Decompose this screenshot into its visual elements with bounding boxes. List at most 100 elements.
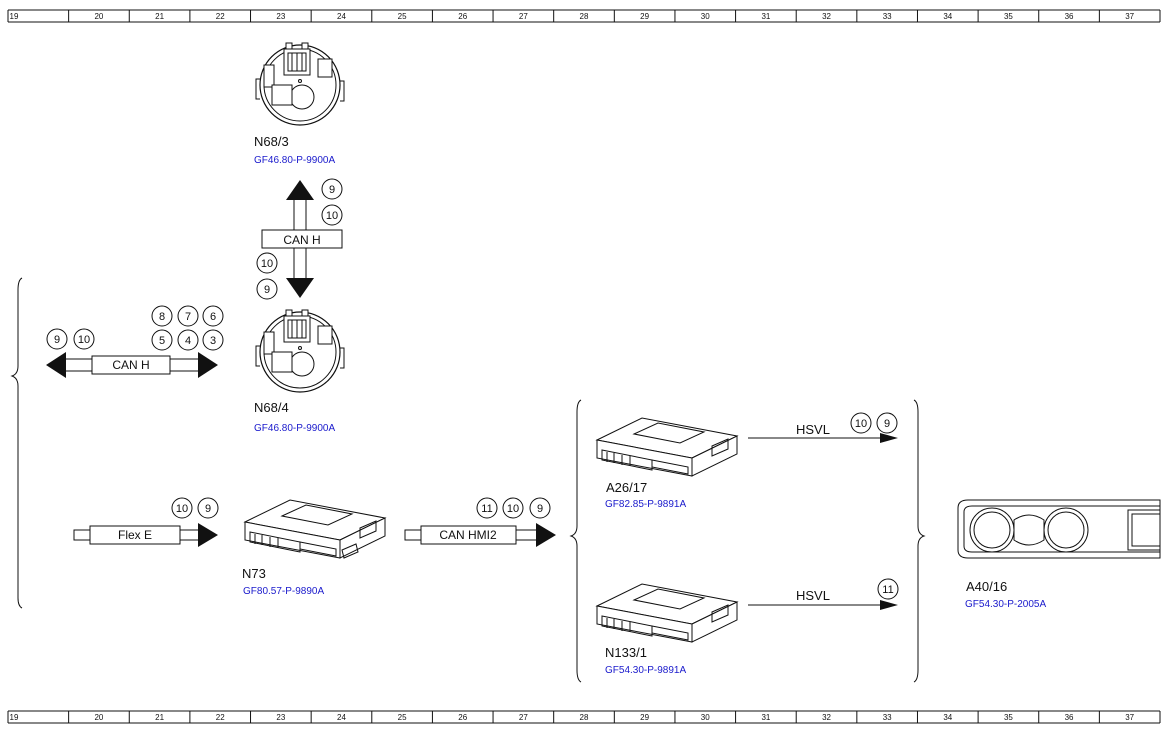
circle-number: 9 <box>329 184 335 196</box>
ruler-number: 30 <box>701 12 710 21</box>
circle-number: 10 <box>326 210 338 222</box>
ruler-number: 24 <box>337 12 346 21</box>
ruler-number: 31 <box>761 713 770 722</box>
ruler-number: 36 <box>1065 12 1074 21</box>
ruler-number: 32 <box>822 12 831 21</box>
n133-1-label: N133/1 <box>605 645 647 660</box>
circle-number: 4 <box>185 335 191 347</box>
circle-number: 11 <box>481 503 492 515</box>
hsvl-n133-label: HSVL <box>796 588 830 603</box>
circle-number: 10 <box>507 503 519 515</box>
circle-number: 10 <box>855 418 867 430</box>
can-h-left-bus: CAN H <box>46 352 218 378</box>
flex-e-numbers: 10 9 <box>171 497 219 519</box>
n73-ref-link[interactable]: GF80.57-P-9890A <box>243 586 324 597</box>
a26-17-ref-link[interactable]: GF82.85-P-9891A <box>605 499 686 510</box>
can-h-vertical-up-numbers: 9 10 <box>321 178 343 226</box>
ruler-number: 19 <box>10 713 19 722</box>
flex-e-bus: Flex E <box>73 523 218 547</box>
ruler-number: 33 <box>883 12 892 21</box>
n68-4-ref-link[interactable]: GF46.80-P-9900A <box>254 423 335 434</box>
n68-3-ref-link[interactable]: GF46.80-P-9900A <box>254 155 335 166</box>
ruler-number: 31 <box>761 12 770 21</box>
ruler-number: 21 <box>155 12 164 21</box>
ruler-number: 37 <box>1125 713 1134 722</box>
ruler-number: 25 <box>398 12 407 21</box>
n73-control-unit-icon <box>243 499 387 559</box>
bottom-ruler: 19 20 21 22 23 24 25 26 27 28 29 30 31 32 33 34 35 36 37 <box>7 710 1161 724</box>
circle-number: 10 <box>261 258 273 270</box>
ruler-number: 20 <box>94 713 103 722</box>
ruler-number: 37 <box>1125 12 1134 21</box>
n68-4-label: N68/4 <box>254 400 289 415</box>
ruler-number: 29 <box>640 713 649 722</box>
n133-1-ref-link[interactable]: GF54.30-P-9891A <box>605 665 686 676</box>
a26-17-label: A26/17 <box>606 480 647 495</box>
can-hmi2-label: CAN HMI2 <box>439 528 497 542</box>
ruler-number: 34 <box>943 12 952 21</box>
can-hmi2-bus: CAN HMI2 <box>404 523 556 547</box>
can-h-vertical-label: CAN H <box>283 233 320 247</box>
left-group-brace <box>10 277 23 609</box>
circle-number: 7 <box>185 311 191 323</box>
hsvl-a26-line: HSVL <box>748 422 898 443</box>
n133-1-control-unit-icon <box>595 583 739 643</box>
ruler-number: 36 <box>1065 713 1074 722</box>
n68-4-connector-icon <box>255 309 345 393</box>
ruler-number: 19 <box>10 12 19 21</box>
hsvl-a26-label: HSVL <box>796 422 830 437</box>
flex-e-label: Flex E <box>118 528 152 542</box>
ruler-number: 32 <box>822 713 831 722</box>
n68-3-connector-icon <box>255 42 345 126</box>
a26-17-control-unit-icon <box>595 417 739 477</box>
circle-number: 9 <box>537 503 543 515</box>
can-h-left-numbers: 9 10 8 7 6 5 4 3 <box>46 305 224 351</box>
hsvl-n133-line: HSVL <box>748 588 898 610</box>
circle-number: 6 <box>210 311 216 323</box>
ruler-number: 21 <box>155 713 164 722</box>
a40-16-instrument-cluster-icon <box>957 499 1161 559</box>
ruler-number: 28 <box>580 713 589 722</box>
circle-number: 9 <box>205 503 211 515</box>
ruler-number: 20 <box>94 12 103 21</box>
hsvl-a26-numbers: 10 9 <box>850 412 898 434</box>
n73-label: N73 <box>242 566 266 581</box>
ruler-number: 33 <box>883 713 892 722</box>
ruler-number: 34 <box>943 713 952 722</box>
circle-number: 10 <box>78 334 90 346</box>
can-h-left-label: CAN H <box>112 358 149 372</box>
ruler-number: 25 <box>398 713 407 722</box>
ruler-number: 28 <box>580 12 589 21</box>
hsvl-n133-numbers: 11 <box>877 578 899 600</box>
circle-number: 9 <box>884 418 890 430</box>
can-h-vertical-down-numbers: 10 9 <box>256 252 278 300</box>
ruler-number: 22 <box>216 713 225 722</box>
ruler-number: 35 <box>1004 713 1013 722</box>
circle-number: 5 <box>159 335 165 347</box>
ruler-number: 30 <box>701 713 710 722</box>
circle-number: 11 <box>882 584 893 596</box>
ruler-number: 23 <box>276 12 285 21</box>
middle-group-brace-right <box>913 399 926 683</box>
ruler-number: 24 <box>337 713 346 722</box>
circle-number: 10 <box>176 503 188 515</box>
ruler-number: 22 <box>216 12 225 21</box>
ruler-number: 26 <box>458 713 467 722</box>
ruler-number: 27 <box>519 12 528 21</box>
ruler-number: 27 <box>519 713 528 722</box>
ruler-number: 29 <box>640 12 649 21</box>
circle-number: 9 <box>264 284 270 296</box>
a40-16-label: A40/16 <box>966 579 1007 594</box>
ruler-number: 23 <box>276 713 285 722</box>
circle-number: 9 <box>54 334 60 346</box>
ruler-number: 35 <box>1004 12 1013 21</box>
a40-16-ref-link[interactable]: GF54.30-P-2005A <box>965 599 1046 610</box>
can-h-vertical-bus: CAN H <box>261 180 343 298</box>
middle-group-brace-left <box>569 399 582 683</box>
n68-3-label: N68/3 <box>254 134 289 149</box>
circle-number: 8 <box>159 311 165 323</box>
can-hmi2-numbers: 11 10 9 <box>476 497 551 519</box>
circle-number: 3 <box>210 335 216 347</box>
